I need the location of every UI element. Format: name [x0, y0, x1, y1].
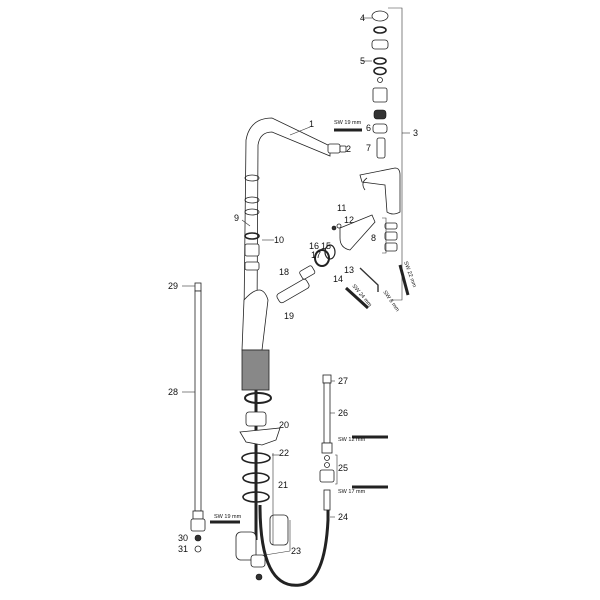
part-label-31: 31 [178, 544, 188, 554]
part-label-12: 12 [344, 215, 354, 225]
wrench-label-sw3: SW 3 mm [381, 290, 400, 314]
part-label-4: 4 [360, 13, 365, 23]
part-label-23: 23 [291, 546, 301, 556]
part-label-10: 10 [274, 235, 284, 245]
part-label-24: 24 [338, 512, 348, 522]
supply-hose-right [319, 374, 335, 511]
part-labels: 1 2 3 4 5 6 7 8 9 10 11 12 13 14 15 16 1… [168, 13, 418, 556]
part-label-3: 3 [413, 128, 418, 138]
bracket-part-3 [388, 7, 403, 301]
part-label-16: 16 [309, 241, 319, 251]
part-label-17: 17 [311, 250, 321, 260]
part-label-5: 5 [360, 56, 365, 66]
cartridge-stack [359, 10, 401, 252]
part-label-26: 26 [338, 408, 348, 418]
part-label-29: 29 [168, 281, 178, 291]
part-label-2: 2 [346, 144, 351, 154]
part-label-25: 25 [338, 463, 348, 473]
wrench-label-sw12: SW 12 mm [338, 437, 366, 443]
wrench-icons [210, 128, 410, 524]
part-label-9: 9 [234, 213, 239, 223]
part-label-15: 15 [321, 241, 331, 251]
mounting-parts [235, 411, 289, 581]
supply-hose-left [190, 282, 206, 553]
part-label-8: 8 [371, 233, 376, 243]
part-label-19: 19 [284, 311, 294, 321]
leader-lines [182, 17, 372, 556]
part-label-22: 22 [279, 448, 289, 458]
part-label-28: 28 [168, 387, 178, 397]
wrench-label-sw17: SW 17 mm [338, 489, 366, 495]
part-label-6: 6 [366, 123, 371, 133]
part-label-21: 21 [278, 480, 288, 490]
part-label-7: 7 [366, 143, 371, 153]
part-label-18: 18 [279, 267, 289, 277]
part-label-20: 20 [279, 420, 289, 430]
wrench-label-sw19-top: SW 19 mm [334, 120, 362, 126]
part-label-13: 13 [344, 265, 354, 275]
part-label-14: 14 [333, 274, 343, 284]
part-label-1: 1 [309, 119, 314, 129]
part-label-27: 27 [338, 376, 348, 386]
wrench-label-sw19-bottom: SW 19 mm [214, 514, 242, 520]
spray-head-parts [241, 214, 379, 391]
part-label-30: 30 [178, 533, 188, 543]
spout-rings [244, 174, 260, 271]
part-label-11: 11 [337, 203, 346, 213]
